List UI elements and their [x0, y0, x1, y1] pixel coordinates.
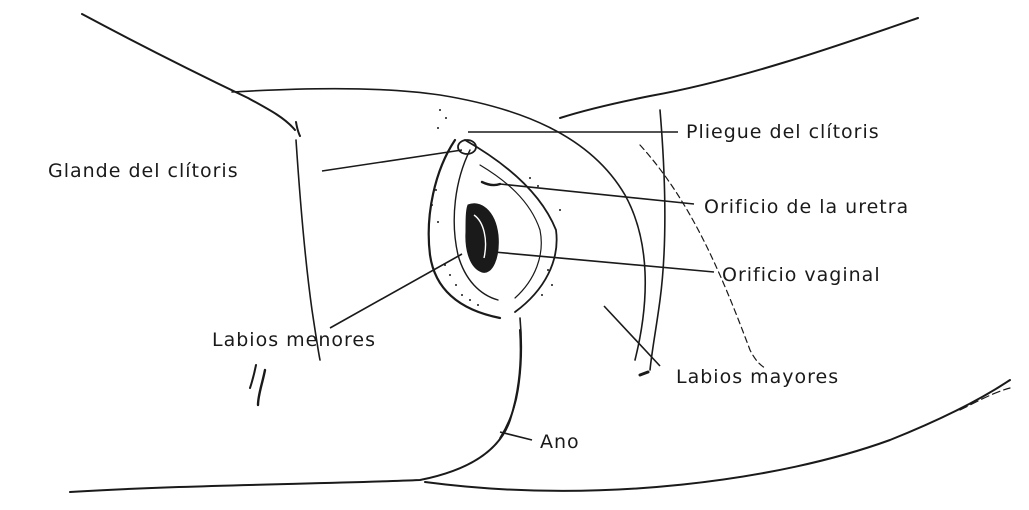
right-leg-edge	[960, 388, 1010, 410]
right-labium-majus-outer	[640, 145, 765, 368]
label-glande-clitoris: Glande del clítoris	[48, 160, 239, 182]
label-pliegue-clitoris: Pliegue del clítoris	[686, 121, 880, 143]
leader-vaginal	[494, 252, 714, 272]
label-ano: Ano	[540, 431, 580, 453]
label-labios-menores: Labios menores	[212, 329, 376, 351]
small-mark-right	[640, 372, 648, 375]
stipple-shading	[431, 109, 561, 306]
vaginal-opening	[466, 204, 498, 273]
leader-labios-mayores	[604, 306, 660, 366]
label-labios-mayores: Labios mayores	[676, 366, 839, 388]
right-labium-majus	[650, 110, 665, 370]
left-thigh-outline	[82, 14, 295, 130]
label-orificio-vaginal: Orificio vaginal	[722, 264, 881, 286]
left-labium-majus-lower	[258, 370, 265, 405]
urethral-opening	[482, 182, 500, 185]
left-labium-majus	[296, 140, 320, 360]
label-orificio-uretra: Orificio de la uretra	[704, 196, 909, 218]
hair-left-stroke-2	[250, 365, 256, 388]
leader-labios-menores	[330, 254, 462, 328]
leader-ano	[500, 432, 532, 440]
left-buttock	[70, 330, 521, 492]
hair-left-stroke	[296, 122, 300, 136]
right-thigh-outline	[560, 18, 918, 118]
